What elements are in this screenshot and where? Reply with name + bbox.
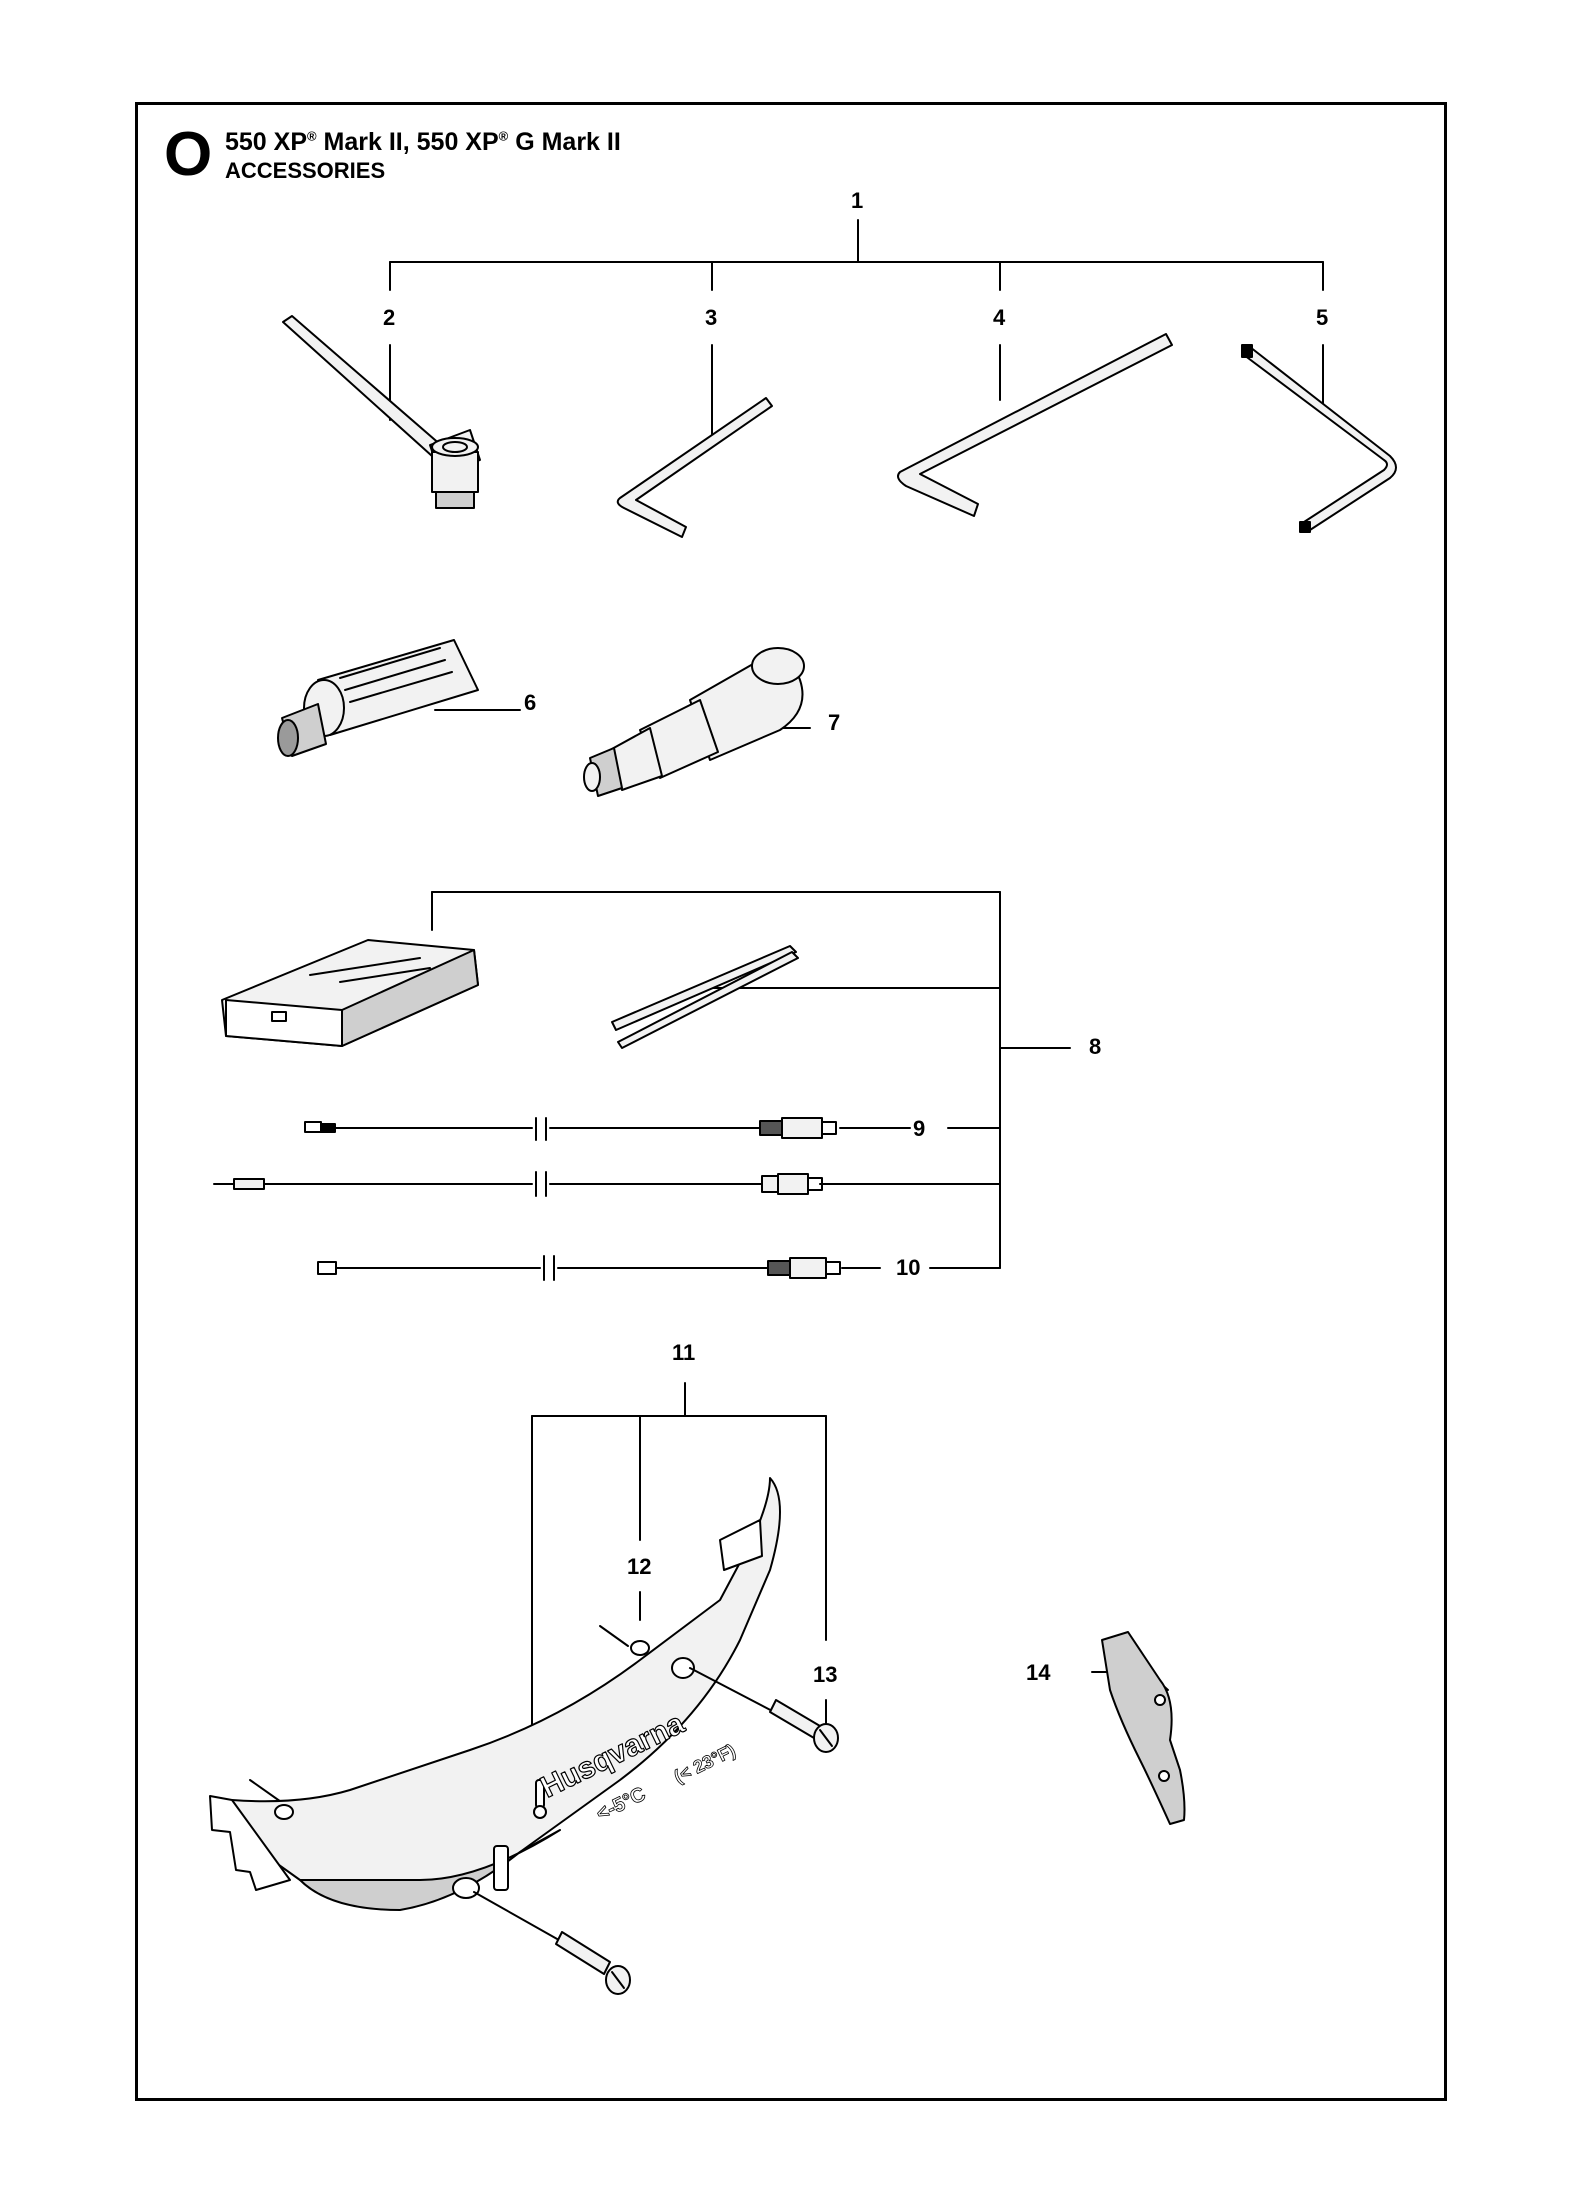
callout-14: 14 — [1026, 1660, 1051, 1685]
page-title: 550 XP® Mark II, 550 XP® G Mark II — [225, 127, 621, 157]
callout-1: 1 — [851, 188, 863, 213]
temp-f-text: (< 23°F) — [671, 1740, 739, 1787]
callout-10: 10 — [896, 1255, 920, 1280]
o-ring — [630, 1640, 650, 1656]
callout-numbers: 1 2 3 4 5 6 7 8 9 10 11 12 13 14 — [383, 188, 1328, 1687]
hex-key-short — [616, 397, 773, 538]
combination-spanner — [282, 315, 481, 509]
callout-8: 8 — [1089, 1034, 1101, 1059]
callout-7: 7 — [828, 710, 840, 735]
reg-mark-1: ® — [307, 128, 317, 144]
callout-6: 6 — [524, 690, 536, 715]
leader-lines-diagnostic-kit — [431, 891, 1071, 1269]
model-part1: 550 XP — [225, 128, 308, 156]
model-part2: Mark II, 550 XP — [316, 128, 499, 156]
callout-2: 2 — [383, 305, 395, 330]
section-letter: O — [164, 120, 213, 189]
leader-lines-bar-guard — [249, 1382, 1169, 1805]
diagnostic-box — [221, 939, 479, 1047]
callout-13: 13 — [813, 1662, 837, 1687]
cable-with-pin-connector — [213, 1171, 823, 1197]
callout-3: 3 — [705, 305, 717, 330]
screw-upper — [689, 1667, 839, 1753]
diagram-frame — [135, 102, 1447, 2101]
cable-with-connector-10 — [317, 1255, 841, 1281]
model-part3: G Mark II — [508, 128, 621, 156]
reg-mark-2: ® — [498, 128, 509, 144]
piston-stop-tool — [583, 647, 811, 797]
screw-lower — [473, 1891, 631, 1995]
callout-5: 5 — [1316, 305, 1328, 330]
callout-9: 9 — [913, 1116, 925, 1141]
torx-key — [1241, 344, 1397, 533]
leader-lines-tool-kit — [389, 219, 1324, 441]
grease-tube — [277, 639, 521, 757]
bar-guard-winter-kit: Husqvarna <-5°C (< 23°F) — [209, 1477, 781, 1911]
guard-bracket-plate — [1101, 1631, 1186, 1825]
o-ring-lower — [274, 1804, 294, 1820]
callout-11: 11 — [672, 1340, 695, 1365]
tweezers — [611, 945, 799, 1049]
page-subtitle: ACCESSORIES — [225, 158, 386, 183]
callout-4: 4 — [993, 305, 1006, 330]
callout-12: 12 — [627, 1554, 651, 1579]
hex-key-long — [897, 333, 1173, 517]
cable-with-connector-9 — [304, 1117, 837, 1141]
